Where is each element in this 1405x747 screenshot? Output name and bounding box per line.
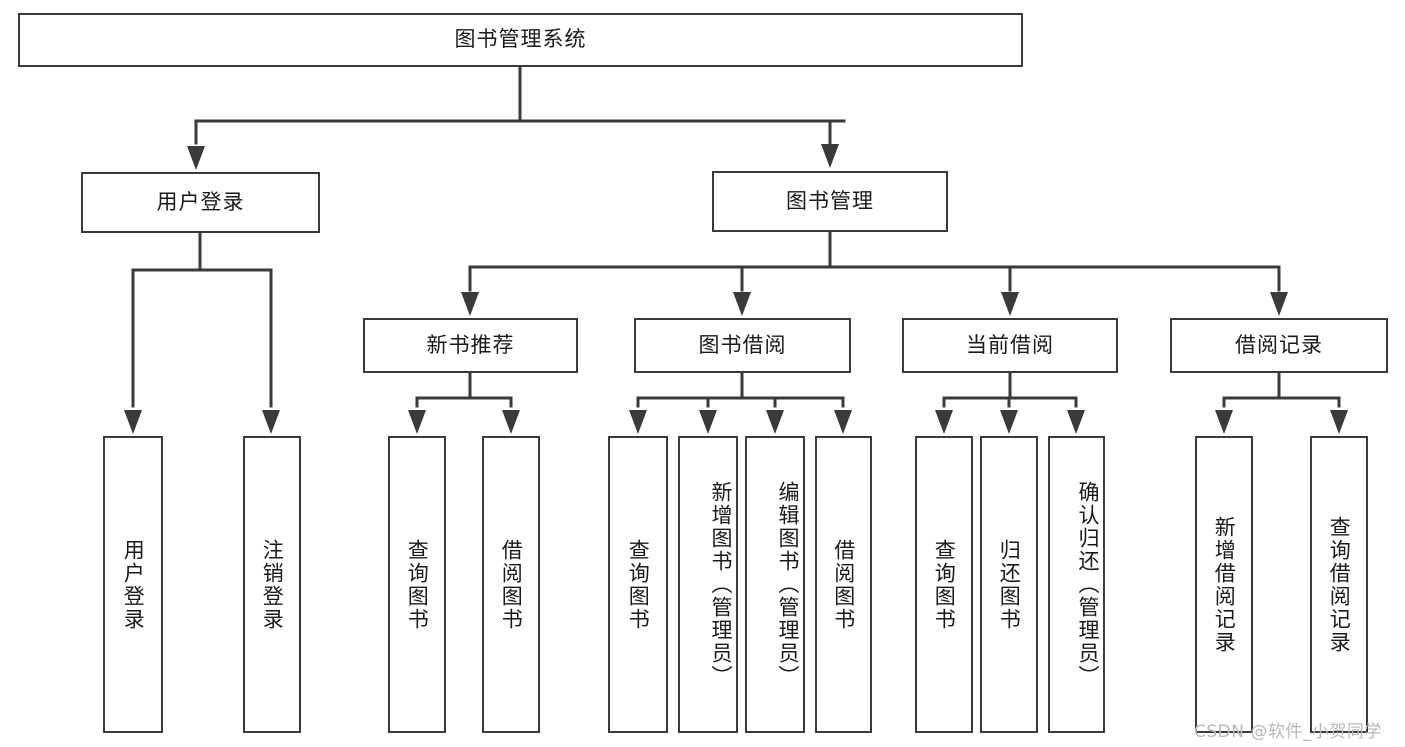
node-label: 查询借阅记录 bbox=[1327, 515, 1352, 654]
node-label: 归还图书 bbox=[997, 538, 1022, 631]
arrowhead-icon bbox=[262, 410, 280, 434]
leaf-node-1[interactable]: 注销登录 bbox=[243, 436, 301, 733]
node-label: 确认归还（管理员） bbox=[1076, 481, 1100, 688]
arrowhead-icon bbox=[187, 146, 205, 170]
leaf-node-8[interactable]: 查询图书 bbox=[915, 436, 973, 733]
level3-node-0[interactable]: 新书推荐 bbox=[363, 318, 578, 373]
arrowhead-icon bbox=[408, 410, 426, 434]
node-label: 查询图书 bbox=[932, 538, 957, 631]
node-label: 借阅图书 bbox=[831, 538, 856, 631]
arrowhead-icon bbox=[935, 410, 953, 434]
arrowhead-icon bbox=[1215, 410, 1233, 434]
arrowhead-icon bbox=[699, 410, 717, 434]
node-label: 用户登录 bbox=[121, 538, 146, 631]
leaf-node-4[interactable]: 查询图书 bbox=[608, 436, 668, 733]
leaf-node-3[interactable]: 借阅图书 bbox=[482, 436, 540, 733]
leaf-node-5[interactable]: 新增图书（管理员） bbox=[678, 436, 738, 733]
arrowhead-icon bbox=[834, 410, 852, 434]
leaf-node-9[interactable]: 归还图书 bbox=[980, 436, 1038, 733]
arrowhead-icon bbox=[629, 410, 647, 434]
node-label: 图书管理 bbox=[786, 188, 874, 213]
arrowhead-icon bbox=[1067, 410, 1085, 434]
node-label: 查询图书 bbox=[405, 538, 430, 631]
arrowhead-icon bbox=[1000, 410, 1018, 434]
node-label: 借阅图书 bbox=[499, 538, 524, 631]
arrowhead-icon bbox=[461, 292, 479, 316]
connector-paths bbox=[131, 65, 1341, 408]
connector-arrowheads bbox=[124, 144, 1348, 434]
leaf-node-11[interactable]: 新增借阅记录 bbox=[1195, 436, 1253, 733]
node-label: 注销登录 bbox=[260, 538, 285, 631]
arrowhead-icon bbox=[1270, 292, 1288, 316]
level3-node-2[interactable]: 当前借阅 bbox=[902, 318, 1118, 373]
root-node[interactable]: 图书管理系统 bbox=[18, 13, 1023, 67]
node-label: 图书借阅 bbox=[698, 332, 787, 357]
leaf-node-10[interactable]: 确认归还（管理员） bbox=[1048, 436, 1105, 733]
node-label: 新增图书（管理员） bbox=[709, 481, 733, 688]
node-label: 借阅记录 bbox=[1235, 332, 1323, 357]
leaf-node-12[interactable]: 查询借阅记录 bbox=[1310, 436, 1368, 733]
leaf-node-6[interactable]: 编辑图书（管理员） bbox=[745, 436, 805, 733]
node-label: 查询图书 bbox=[626, 538, 651, 631]
arrowhead-icon bbox=[733, 292, 751, 316]
arrowhead-icon bbox=[1001, 292, 1019, 316]
node-label: 新增借阅记录 bbox=[1212, 515, 1237, 654]
level2-node-0[interactable]: 用户登录 bbox=[81, 172, 320, 233]
level2-node-1[interactable]: 图书管理 bbox=[712, 171, 948, 232]
arrowhead-icon bbox=[502, 410, 520, 434]
node-label: 用户登录 bbox=[156, 189, 245, 214]
node-label: 当前借阅 bbox=[966, 332, 1054, 357]
arrowhead-icon bbox=[766, 410, 784, 434]
node-label: 新书推荐 bbox=[426, 332, 515, 357]
leaf-node-7[interactable]: 借阅图书 bbox=[815, 436, 872, 733]
level3-node-1[interactable]: 图书借阅 bbox=[634, 318, 851, 373]
leaf-node-2[interactable]: 查询图书 bbox=[388, 436, 446, 733]
arrowhead-icon bbox=[124, 410, 142, 434]
node-label: 编辑图书（管理员） bbox=[776, 481, 800, 688]
node-label: 图书管理系统 bbox=[454, 27, 587, 52]
arrowhead-icon bbox=[1330, 410, 1348, 434]
level3-node-3[interactable]: 借阅记录 bbox=[1170, 318, 1388, 373]
arrowhead-icon bbox=[821, 144, 839, 168]
leaf-node-0[interactable]: 用户登录 bbox=[103, 436, 163, 733]
